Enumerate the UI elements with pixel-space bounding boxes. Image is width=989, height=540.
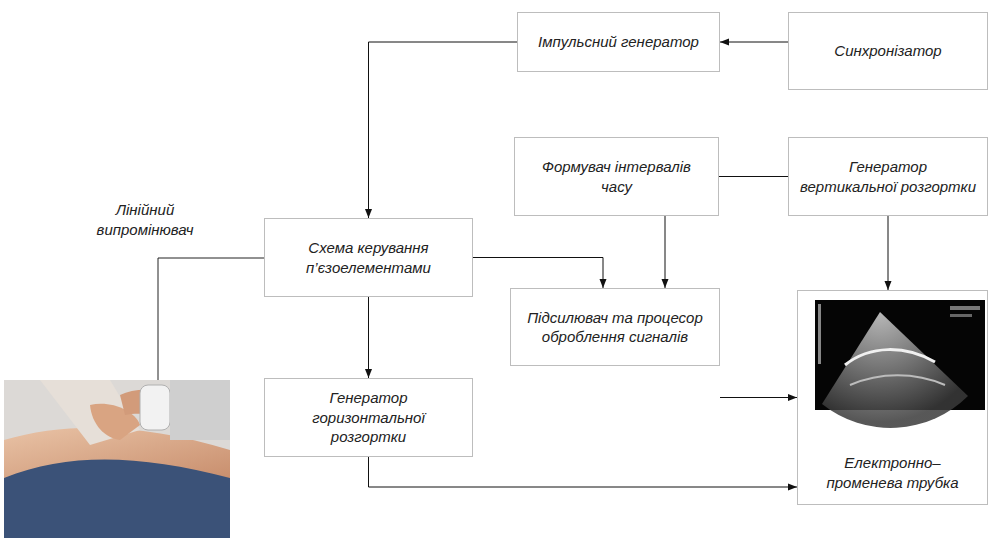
ultrasound-image <box>815 300 985 428</box>
box-text: Схема керування п’єзоелементами <box>275 238 462 277</box>
screen-info <box>950 314 972 317</box>
process-box: Імпульсний генератор <box>517 12 720 72</box>
arrow-head <box>365 209 372 218</box>
box-text: Генератор горизонтальної розгортки <box>275 388 462 447</box>
connector-line <box>888 216 889 290</box>
arrow-head <box>885 281 892 290</box>
connector-line <box>665 216 666 288</box>
connector <box>720 39 788 46</box>
echo-line <box>845 350 935 365</box>
connector <box>365 42 517 218</box>
screen-info <box>950 306 980 310</box>
connector-line <box>719 176 788 177</box>
box-text: Електронно–променева трубка <box>823 453 963 492</box>
connector-line <box>720 397 797 398</box>
connector-line <box>368 297 369 378</box>
arrow-head <box>788 484 797 491</box>
connector-line <box>473 258 603 289</box>
box-text: Підсилювач та процесор оброблення сигнал… <box>521 308 709 347</box>
process-box: Підсилювач та процесор оброблення сигнал… <box>510 288 720 366</box>
connector <box>719 176 788 177</box>
photo-ground <box>4 380 230 538</box>
arrow-head <box>788 394 797 401</box>
connector <box>885 216 892 290</box>
connector <box>720 394 797 401</box>
process-box: Генератор горизонтальної розгортки <box>264 378 473 457</box>
process-box: Схема керування п’єзоелементами <box>264 218 473 297</box>
connector-line <box>720 42 788 43</box>
probe-lead <box>158 258 264 380</box>
arrow-head <box>600 279 607 288</box>
arrow-head <box>662 279 669 288</box>
process-box: Генератор вертикальної розгортки <box>788 137 988 216</box>
connector-line <box>369 457 798 487</box>
box-text: Імпульсний генератор <box>538 32 699 52</box>
scan-fan <box>822 312 968 428</box>
connector <box>662 216 669 288</box>
box-text: Генератор вертикальної розгортки <box>799 157 977 196</box>
probe <box>140 385 170 430</box>
part-label: Лінійний випромінювач <box>70 200 220 239</box>
connector <box>473 258 607 289</box>
echo-line <box>850 375 945 385</box>
box-text: Формувач інтервалів часу <box>525 157 708 196</box>
arrow-head <box>365 369 372 378</box>
connector-line <box>369 42 518 218</box>
display-box: Електронно–променева трубка <box>797 290 988 505</box>
ultrasound-photo <box>4 380 230 538</box>
box-text: Синхронізатор <box>834 41 941 61</box>
process-box: Синхронізатор <box>788 12 988 90</box>
process-box: Формувач інтервалів часу <box>514 137 719 216</box>
scale-bar <box>818 304 821 364</box>
connector <box>365 297 372 378</box>
connector <box>369 457 798 491</box>
photo-ground <box>170 380 230 440</box>
arrow-head <box>720 39 729 46</box>
